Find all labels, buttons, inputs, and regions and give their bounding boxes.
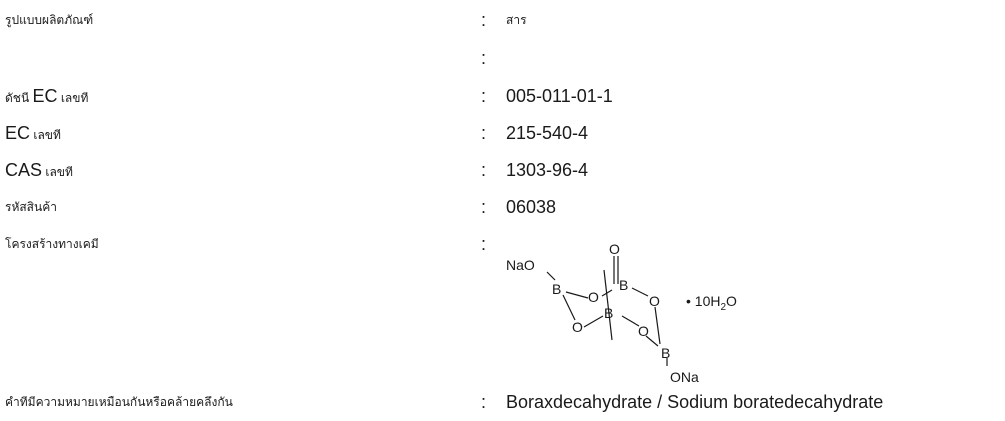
atom-oxygen-lower-left: O <box>572 319 583 335</box>
chemical-structure-diagram: NaO O B O B O O B O B ONa • 10H2O <box>506 241 737 385</box>
bond <box>603 269 613 341</box>
hydrate-label: • 10H2O <box>686 293 737 313</box>
colon: : <box>481 197 487 217</box>
bond <box>583 315 604 328</box>
atom-ona-bottom: ONa <box>670 369 699 385</box>
value-product-code: 06038 <box>506 197 557 217</box>
bond <box>654 306 661 345</box>
bond <box>621 315 640 327</box>
atom-boron-1: B <box>552 281 561 297</box>
colon: : <box>481 123 487 143</box>
value-product-form: สาร <box>506 13 527 27</box>
label-ec-index: ดัชนี EC เลขที <box>5 86 89 106</box>
colon: : <box>481 392 487 412</box>
label-product-form: รูปแบบผลิตภัณฑ์ <box>5 13 94 27</box>
bond <box>562 294 576 321</box>
atom-oxygen-lower-right: O <box>638 323 649 339</box>
value-ec-number: 215-540-4 <box>506 123 589 143</box>
value-ec-index: 005-011-01-1 <box>506 86 613 106</box>
bond <box>565 291 589 299</box>
label-product-code: รหัสสินค้า <box>5 200 57 214</box>
bond <box>546 271 556 281</box>
colon: : <box>481 160 487 180</box>
colon: : <box>481 86 487 106</box>
label-synonyms: คําทีมีความหมายเหมือนกันหรือคล้ายคลึงกัน <box>5 395 233 409</box>
label-chemical-structure: โครงสร้างทางเคมี <box>5 237 99 251</box>
atom-boron-4: B <box>661 345 670 361</box>
bond <box>645 335 659 347</box>
structure-bonds <box>546 256 668 366</box>
value-synonyms: Boraxdecahydrate / Sodium boratedecahydr… <box>506 392 884 412</box>
label-cas-number: CAS เลขที <box>5 160 73 180</box>
atom-oxygen-right: O <box>649 293 660 309</box>
colon: : <box>481 48 487 68</box>
colon: : <box>481 10 487 30</box>
colon: : <box>481 234 487 254</box>
atom-boron-2: B <box>619 277 628 293</box>
value-cas-number: 1303-96-4 <box>506 160 589 180</box>
bond <box>601 289 613 297</box>
atom-oxygen-top: O <box>609 241 620 257</box>
atom-boron-3: B <box>604 305 613 321</box>
label-ec-number: EC เลขที <box>5 123 61 143</box>
atom-oxygen-mid: O <box>588 289 599 305</box>
atom-nao-left: NaO <box>506 257 535 273</box>
bond <box>631 287 649 297</box>
